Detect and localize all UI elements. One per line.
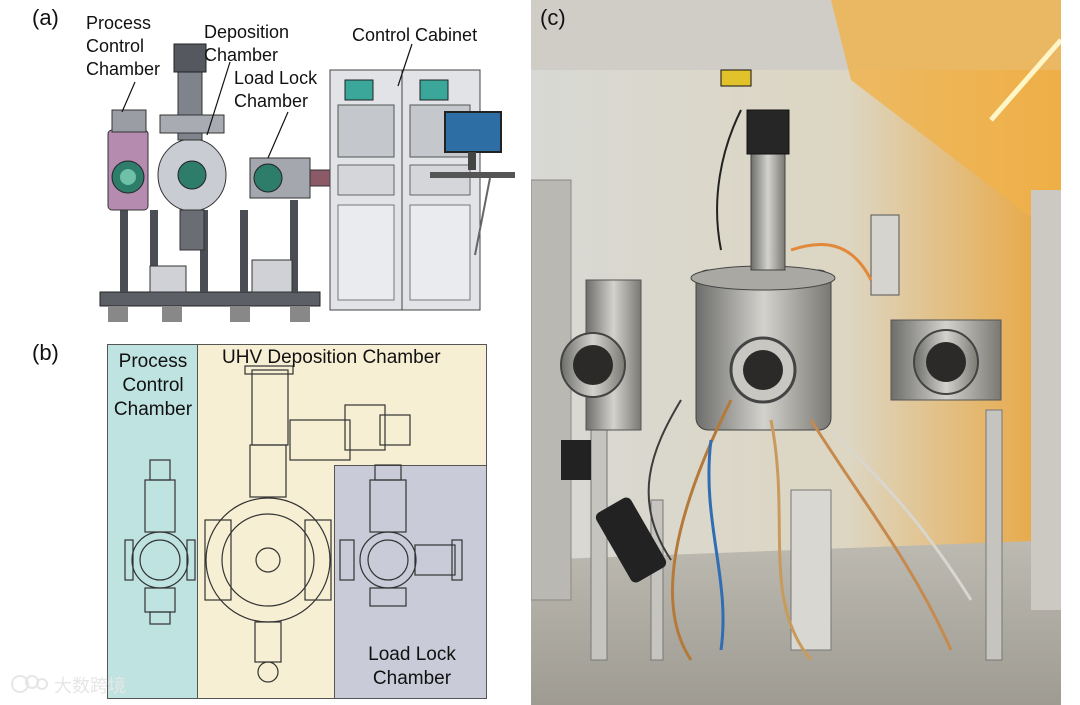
process-control-region — [107, 344, 199, 699]
load-lock-chamber-label: Load Lock Chamber — [234, 68, 318, 111]
lab-photo-illustration — [531, 0, 1061, 705]
watermark-cloud-icon — [11, 675, 48, 693]
panel-a-drawing — [99, 43, 515, 322]
watermark-logo-icon — [10, 672, 50, 696]
panel-c-photo — [531, 0, 1061, 705]
deposition-chamber-label: Deposition Chamber — [204, 22, 290, 65]
panel-b-drawing — [124, 365, 463, 683]
control-cabinet-label: Control Cabinet — [352, 25, 478, 45]
watermark-text: 大数跨境 — [54, 676, 126, 697]
process-control-chamber-label-b: Process Control Chamber — [113, 351, 193, 420]
load-lock-region — [334, 465, 487, 699]
load-lock-chamber-label-b: Load Lock Chamber — [368, 644, 456, 689]
panel-b-label: (b) — [32, 340, 59, 365]
panel-a-label: (a) — [32, 5, 59, 30]
panel-c-label: (c) — [540, 5, 566, 30]
uhv-deposition-chamber-label: UHV Deposition Chamber — [222, 347, 441, 368]
process-control-chamber-label: Process Control Chamber — [86, 13, 161, 79]
